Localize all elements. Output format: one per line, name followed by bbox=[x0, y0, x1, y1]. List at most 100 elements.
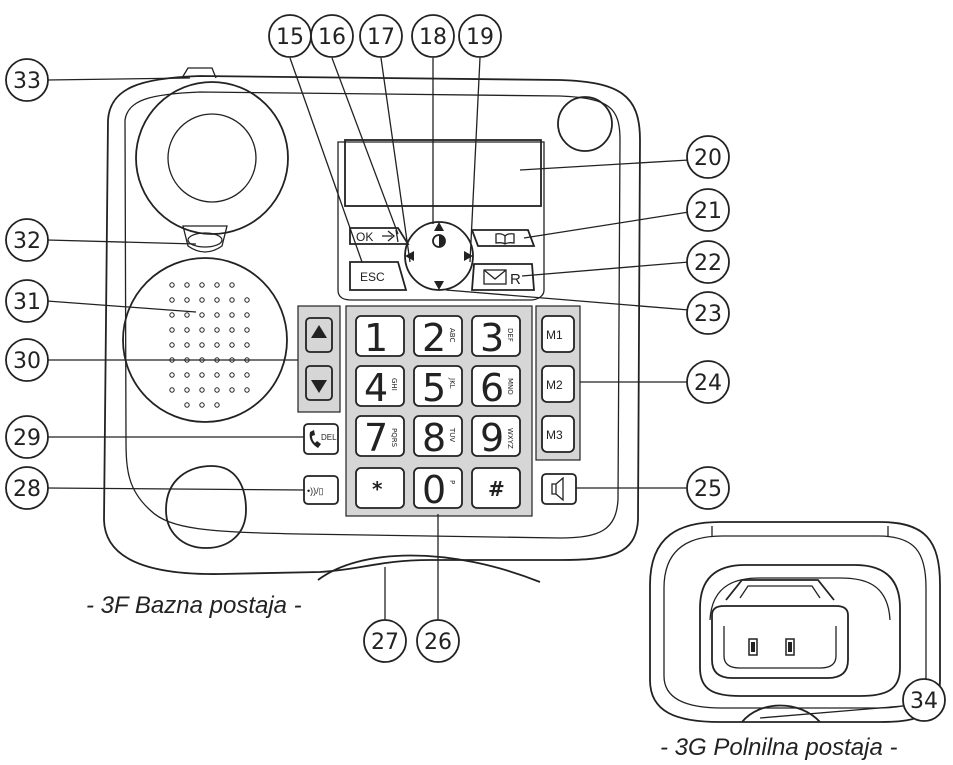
key-digit: 1 bbox=[364, 316, 388, 360]
esc-button[interactable] bbox=[349, 261, 408, 291]
key-letters: PQRS bbox=[390, 428, 398, 448]
memory-label: M1 bbox=[546, 328, 563, 342]
callout-number: 24 bbox=[694, 371, 722, 396]
callout-number: 31 bbox=[13, 290, 41, 315]
callout-number: 23 bbox=[694, 302, 722, 327]
enter-icon bbox=[382, 229, 399, 243]
callout-33: 33 bbox=[5, 58, 49, 102]
callout-25: 25 bbox=[686, 466, 730, 510]
volume-down-button[interactable] bbox=[305, 365, 333, 401]
volume-up-button[interactable] bbox=[305, 317, 333, 353]
callout-28: 28 bbox=[5, 466, 49, 510]
base-caption: - 3F Bazna postaja - bbox=[86, 592, 302, 619]
speaker-grille bbox=[169, 282, 250, 408]
callout-29: 29 bbox=[5, 415, 49, 459]
envelope-icon bbox=[483, 269, 507, 285]
key-digit: 4 bbox=[364, 366, 388, 410]
callout-30: 30 bbox=[5, 338, 49, 382]
key-digit: 3 bbox=[480, 316, 504, 360]
display-screen bbox=[344, 139, 542, 207]
volume-down-icon bbox=[311, 380, 327, 393]
callout-19: 19 bbox=[458, 14, 502, 58]
callout-27: 27 bbox=[363, 619, 407, 663]
nav-wheel[interactable] bbox=[404, 221, 474, 291]
key-star[interactable]: * bbox=[355, 467, 405, 509]
ok-label: OK bbox=[356, 230, 373, 244]
key-letters: GHI bbox=[390, 378, 398, 391]
key-digit: 2 bbox=[422, 316, 446, 360]
memory-key-m2[interactable]: M2 bbox=[541, 365, 575, 403]
callout-16: 16 bbox=[310, 14, 354, 58]
callout-number: 21 bbox=[694, 199, 722, 224]
nav-right-icon bbox=[464, 251, 473, 261]
leader-lines bbox=[46, 57, 904, 719]
key-letters: ABC bbox=[448, 328, 456, 342]
book-icon bbox=[495, 233, 515, 245]
esc-label: ESC bbox=[360, 270, 385, 284]
key-letters: JKL bbox=[448, 377, 456, 389]
memory-key-m3[interactable]: M3 bbox=[541, 415, 575, 453]
callout-15: 15 bbox=[268, 14, 312, 58]
key-letters: DEF bbox=[506, 328, 514, 342]
memory-label: M2 bbox=[546, 378, 563, 392]
phonebook-button[interactable] bbox=[470, 229, 536, 247]
speakerphone-button[interactable] bbox=[541, 473, 577, 505]
key-digit: 7 bbox=[364, 416, 388, 460]
key-hash[interactable]: # bbox=[471, 467, 521, 509]
key-digit: # bbox=[488, 477, 505, 501]
speaker-icon bbox=[551, 476, 564, 502]
charger-caption: - 3G Polnilna postaja - bbox=[660, 734, 897, 761]
key-letters: WXYZ bbox=[506, 428, 514, 449]
volume-up-icon bbox=[311, 325, 327, 338]
left-buttons: DEL •))/▯ bbox=[303, 423, 339, 505]
callout-number: 18 bbox=[419, 25, 447, 50]
key-1[interactable]: 1 bbox=[355, 315, 405, 360]
handset-icon bbox=[309, 430, 321, 448]
callout-26: 26 bbox=[416, 619, 460, 663]
callout-number: 17 bbox=[367, 25, 395, 50]
callout-31: 31 bbox=[5, 279, 49, 323]
callout-21: 21 bbox=[686, 188, 730, 232]
callout-32: 32 bbox=[5, 218, 49, 262]
callout-number: 29 bbox=[13, 426, 41, 451]
intercom-icon: •))/▯ bbox=[307, 486, 324, 496]
del-label: DEL bbox=[321, 433, 337, 442]
callout-number: 16 bbox=[318, 25, 346, 50]
key-letters: TUV bbox=[448, 427, 456, 442]
key-digit: 0 bbox=[422, 468, 446, 512]
callout-number: 30 bbox=[13, 349, 41, 374]
nav-cluster: OK ESC R bbox=[337, 139, 545, 301]
memory-key-m1[interactable]: M1 bbox=[541, 315, 575, 353]
callout-22: 22 bbox=[686, 240, 730, 284]
callout-number: 15 bbox=[276, 25, 304, 50]
key-digit: 9 bbox=[480, 416, 504, 460]
callout-23: 23 bbox=[686, 291, 730, 335]
callout-number: 26 bbox=[424, 630, 452, 655]
callout-number: 28 bbox=[13, 477, 41, 502]
charger bbox=[649, 521, 941, 723]
callout-17: 17 bbox=[359, 14, 403, 58]
call-del-button[interactable] bbox=[303, 423, 339, 455]
callout-number: 25 bbox=[694, 477, 722, 502]
callout-18: 18 bbox=[411, 14, 455, 58]
key-digit: 6 bbox=[480, 366, 504, 410]
message-r-button[interactable] bbox=[471, 263, 535, 291]
volume-panel bbox=[297, 305, 341, 413]
nav-up-icon bbox=[434, 222, 444, 231]
key-letters: P bbox=[448, 480, 456, 484]
callout-34: 34 bbox=[902, 678, 946, 722]
base-station bbox=[103, 67, 641, 583]
callout-number: 20 bbox=[694, 146, 722, 171]
